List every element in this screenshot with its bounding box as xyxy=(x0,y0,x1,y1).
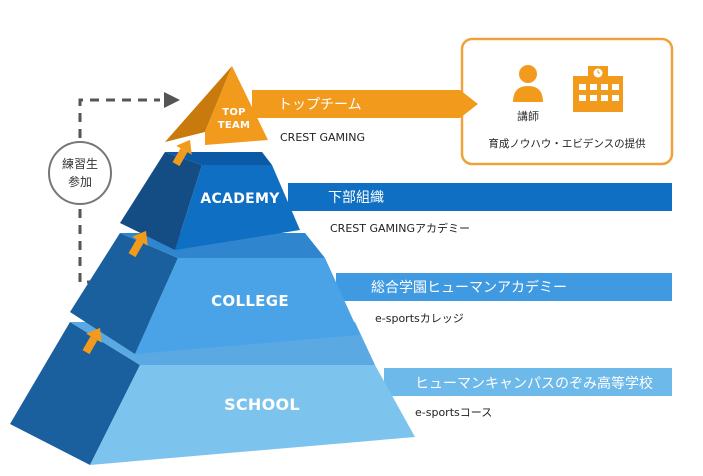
tier-top: TOP TEAM xyxy=(165,66,268,145)
band-college: 総合学園ヒューマンアカデミー xyxy=(336,273,672,301)
band-academy-text: 下部組織 xyxy=(328,190,384,206)
tier-top-label-line1: TOP xyxy=(222,107,246,118)
band-college-text: 総合学園ヒューマンアカデミー xyxy=(371,279,567,296)
tier-college: COLLEGE xyxy=(70,233,360,354)
up-arrow-2 xyxy=(128,230,148,258)
tier-school-label: SCHOOL xyxy=(224,395,300,414)
provider-caption: 育成ノウハウ・エビデンスの提供 xyxy=(488,137,646,150)
band-top-text: トップチーム xyxy=(278,97,362,113)
tier-academy-label: ACADEMY xyxy=(200,191,280,207)
sub-school-text: e-sportsコース xyxy=(415,406,492,419)
trainee-circle-line2: 参加 xyxy=(68,174,92,189)
band-school: ヒューマンキャンパスのぞみ高等学校 xyxy=(384,368,672,396)
up-arrow-3 xyxy=(172,139,192,167)
band-top: トップチーム xyxy=(252,90,478,118)
up-arrow-1 xyxy=(82,327,102,355)
tier-academy: ACADEMY xyxy=(120,152,300,250)
trainee-circle: 練習生 参加 xyxy=(48,141,112,205)
lecturer-label: 講師 xyxy=(517,109,539,123)
sub-academy-text: CREST GAMINGアカデミー xyxy=(330,221,470,235)
provider-box: 講師 育成ノウハウ・エビデンスの提供 xyxy=(460,37,674,166)
tier-top-label-line2: TEAM xyxy=(218,120,251,131)
band-academy: 下部組織 xyxy=(288,183,672,211)
person-icon xyxy=(513,65,543,102)
trainee-circle-line1: 練習生 xyxy=(62,157,98,171)
sub-top-text: CREST GAMING xyxy=(280,131,365,144)
school-building-icon xyxy=(573,66,623,112)
sub-college-text: e-sportsカレッジ xyxy=(375,312,464,325)
band-school-text: ヒューマンキャンパスのぞみ高等学校 xyxy=(415,375,653,392)
tier-college-label: COLLEGE xyxy=(211,292,289,310)
